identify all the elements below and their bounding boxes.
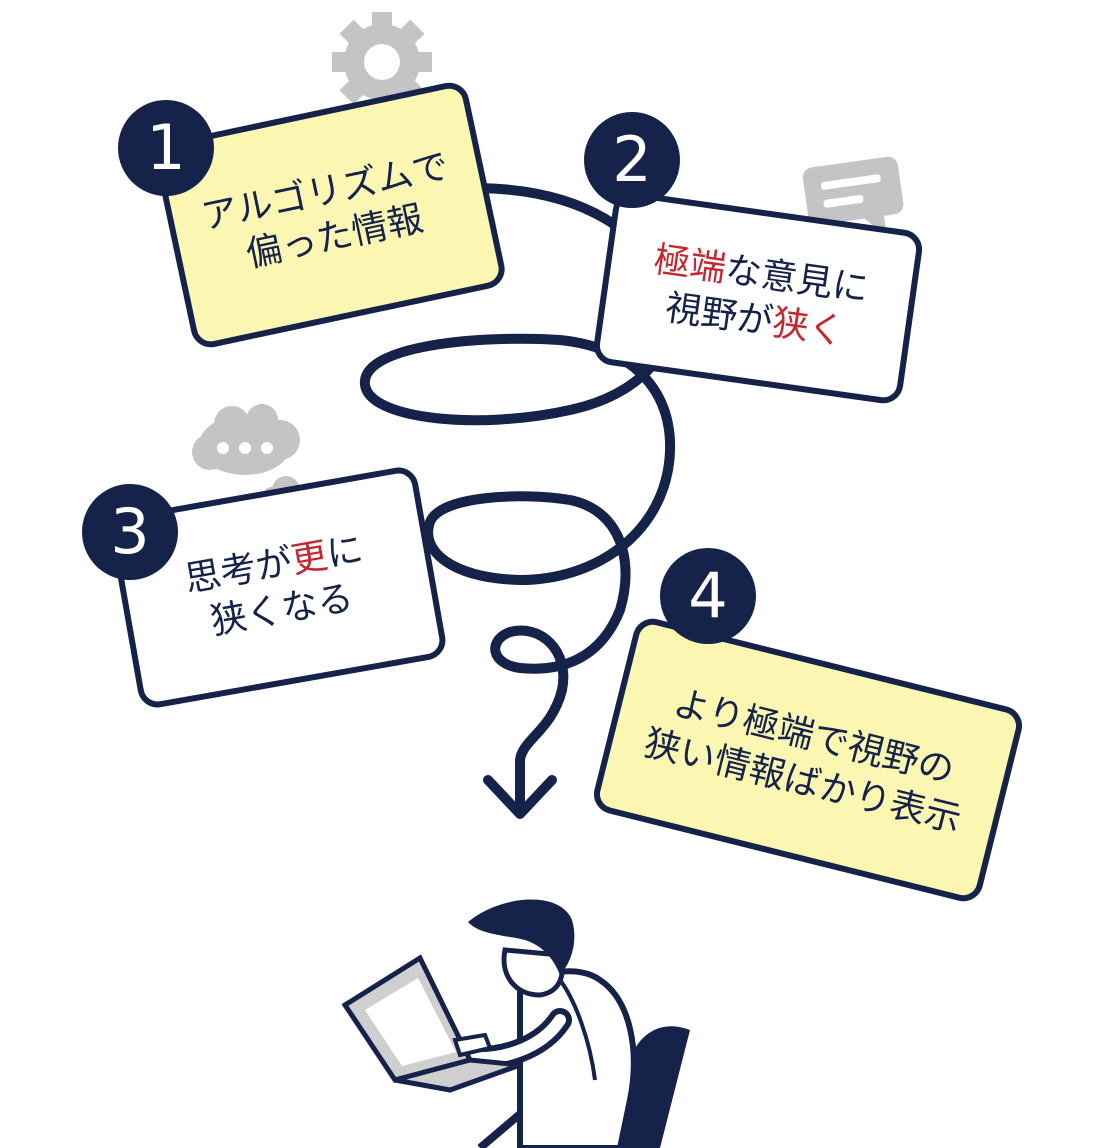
person-with-laptop-illustration bbox=[341, 899, 690, 1148]
step-2-text: 極端な意見に 視野が狭く bbox=[645, 237, 872, 358]
step-4-text: より極端で視野の 狭い情報ばかり表示 bbox=[639, 676, 976, 844]
step-3-number-badge: 3 bbox=[82, 484, 178, 580]
step-2-highlight-1: 極端 bbox=[651, 238, 729, 290]
step-4-number-badge: 4 bbox=[660, 548, 756, 644]
thought-bubble-icon bbox=[192, 404, 300, 505]
step-2-number-badge: 2 bbox=[584, 112, 680, 208]
step-3-line-1-post: に bbox=[323, 528, 367, 576]
step-3-text: 思考が更に 狭くなる bbox=[181, 527, 374, 649]
arrow-head bbox=[483, 775, 557, 819]
spiral-arrow bbox=[359, 183, 676, 817]
step-2-highlight-2: 狭く bbox=[769, 301, 847, 353]
step-1-number-badge: 1 bbox=[118, 100, 214, 196]
step-1-text: アルゴリズムで 偏った情報 bbox=[198, 144, 463, 286]
